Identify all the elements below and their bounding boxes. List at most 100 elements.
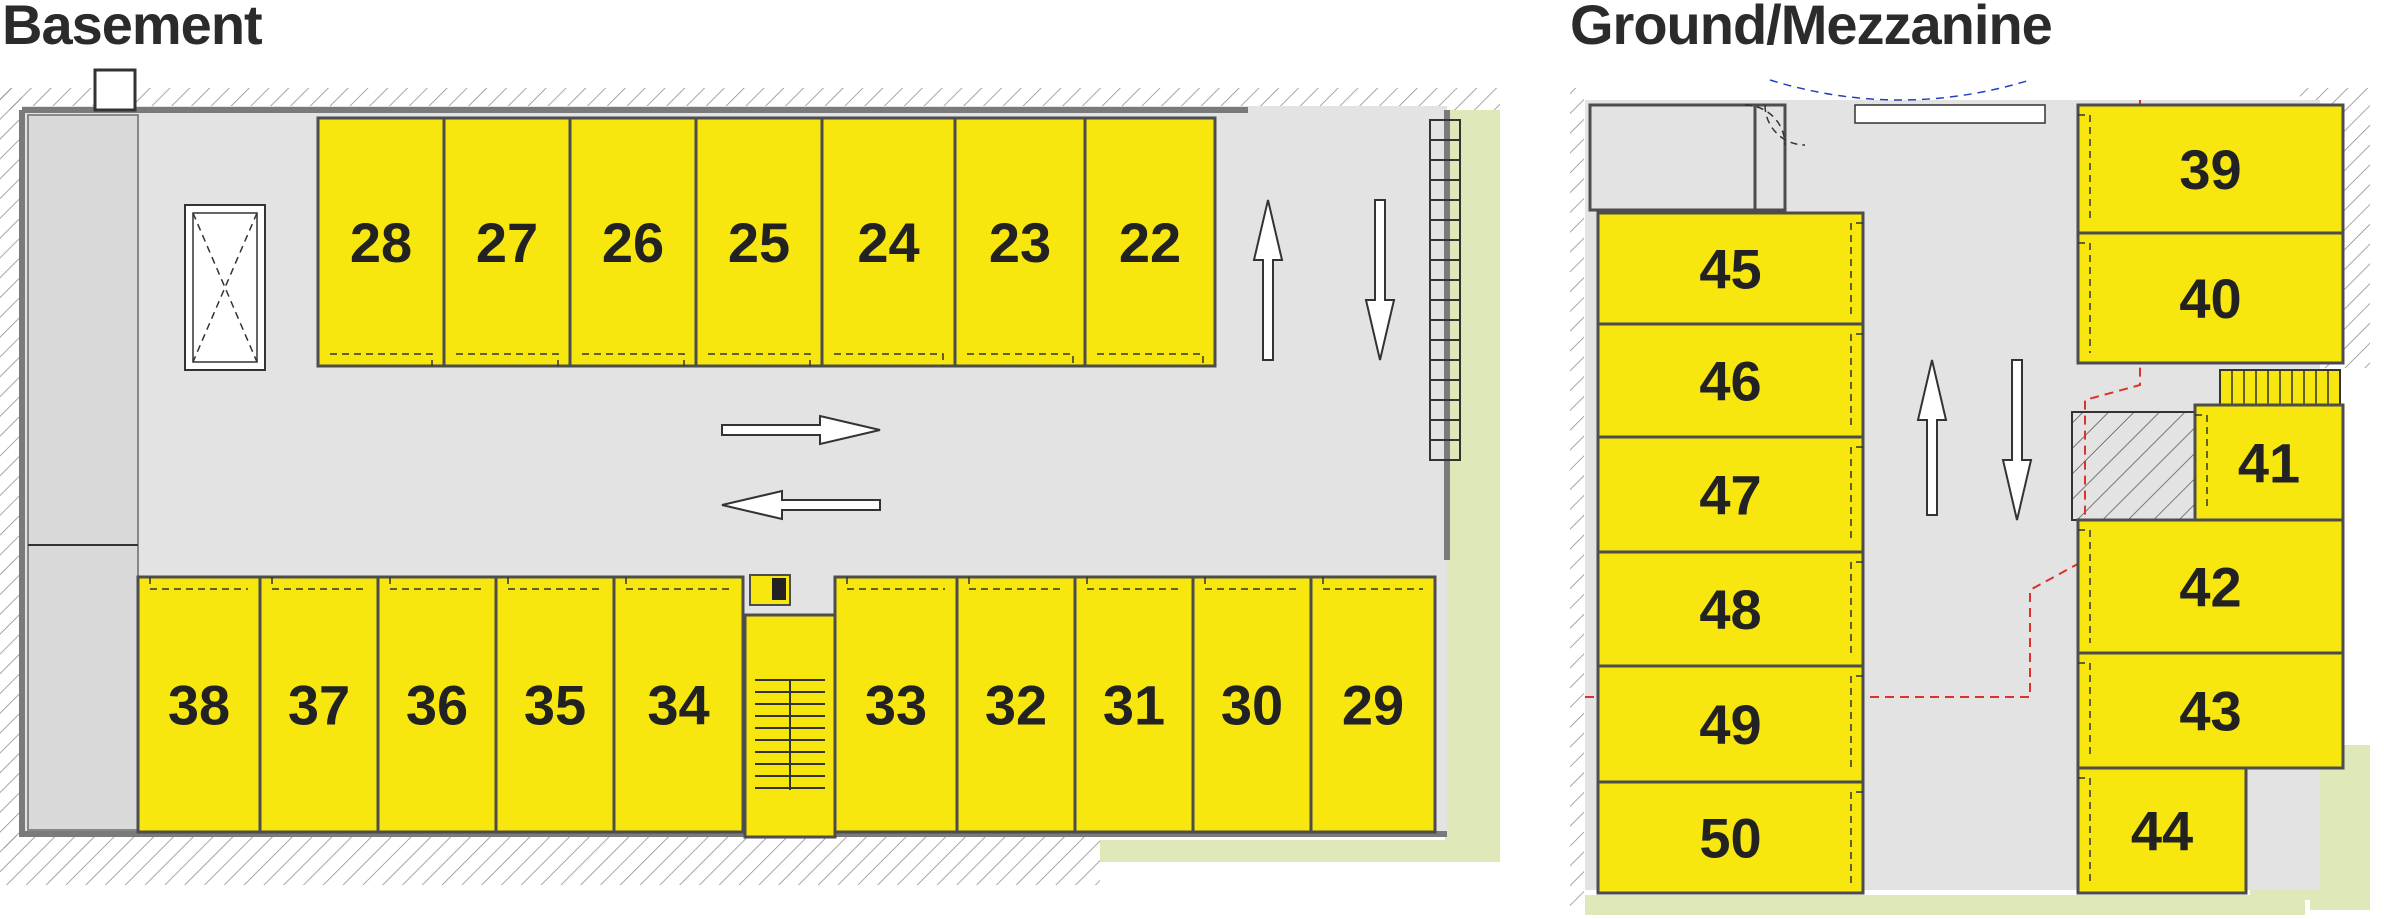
storage-unit-26: 26 [568,116,698,368]
door-threshold [1854,104,2046,124]
unit-door [2195,414,2208,510]
storage-unit-25: 25 [694,116,824,368]
unit-box [612,575,745,834]
unit-number: 44 [2131,800,2193,863]
unit-number: 45 [1699,238,1761,301]
unit-number: 24 [857,211,919,274]
ground-mezzanine-title: Ground/Mezzanine [1570,0,2053,56]
storage-unit-37: 37 [258,575,380,834]
unit-door [1097,353,1204,366]
unit-box [1596,664,1865,784]
unit-door [625,577,731,590]
unit-door [1322,577,1423,590]
storage-unit-35: 35 [494,575,616,834]
ground-hatch-top [0,88,1500,110]
unit-door [1850,675,1863,772]
basement-title: Basement [2,0,263,56]
unit-number: 28 [350,211,412,274]
unit-box [1596,435,1865,554]
unit-door [1850,561,1863,656]
ground-hatch-bottom [0,835,1100,885]
unit-box [2076,766,2248,895]
core-hatched [2071,411,2196,521]
unit-door [2078,777,2091,883]
unit-box [2076,651,2345,770]
storage-unit-48: 48 [1596,550,1865,668]
unit-box [1083,116,1217,368]
unit-door [708,353,811,366]
storage-unit-38: 38 [136,575,262,834]
grass-strip [1585,895,2305,915]
storage-unit-28: 28 [316,116,446,368]
unit-door [330,353,433,366]
unit-box [1596,322,1865,439]
unit-door [1850,446,1863,542]
unit-door [1850,222,1863,314]
door-swing [1744,104,1786,146]
unit-box [494,575,616,834]
unit-door [149,577,248,590]
storage-unit-41: 41 [2193,403,2345,522]
unit-door [456,353,559,366]
arrow-down-icon [1364,199,1396,361]
storage-unit-29: 29 [1309,575,1437,834]
storage-unit-39: 39 [2076,103,2345,235]
unit-number: 33 [865,674,927,737]
storage-unit-30: 30 [1191,575,1313,834]
stair-treads [755,679,825,790]
unit-number: 36 [406,674,468,737]
unit-number: 38 [168,674,230,737]
unit-door [2078,662,2091,758]
arrow-down-icon-2 [2001,359,2033,521]
unit-number: 37 [288,674,350,737]
unit-number: 47 [1699,464,1761,527]
extinguisher-icon [772,578,786,600]
unit-box [694,116,824,368]
unit-box [833,575,959,834]
storage-unit-34: 34 [612,575,745,834]
unit-number: 42 [2179,556,2241,619]
unit-number: 27 [476,211,538,274]
unit-number: 29 [1342,674,1404,737]
unit-box [376,575,498,834]
lift-shaft [184,204,266,371]
unit-door [1086,577,1181,590]
unit-door [1850,791,1863,883]
storage-unit-24: 24 [820,116,957,368]
storage-unit-43: 43 [2076,651,2345,770]
unit-number: 41 [2238,432,2300,495]
room-upper-left [1588,103,1787,212]
unit-number: 34 [647,674,709,737]
basement-walls [19,107,1450,837]
unit-number: 30 [1221,674,1283,737]
lift-cross [192,212,258,363]
unit-door [389,577,484,590]
unit-door [2078,242,2091,353]
left-ramp [27,114,139,831]
ground-hatch-left [0,88,22,848]
arrow-up-icon-2 [1916,359,1948,516]
lift-car [192,212,258,363]
unit-box [2076,518,2345,655]
unit-box [2193,403,2345,522]
storage-unit-49: 49 [1596,664,1865,784]
unit-box [2076,103,2345,235]
storage-unit-32: 32 [955,575,1077,834]
unit-box [953,116,1087,368]
unit-number: 43 [2179,680,2241,743]
unit-door [967,353,1074,366]
bike-rack [1429,119,1461,461]
storage-unit-40: 40 [2076,231,2345,365]
storage-unit-23: 23 [953,116,1087,368]
unit-number: 48 [1699,578,1761,641]
unit-door [2078,529,2091,643]
arrow-right-icon [721,414,881,446]
unit-box [258,575,380,834]
unit-box [442,116,572,368]
unit-number: 35 [524,674,586,737]
unit-number: 25 [728,211,790,274]
